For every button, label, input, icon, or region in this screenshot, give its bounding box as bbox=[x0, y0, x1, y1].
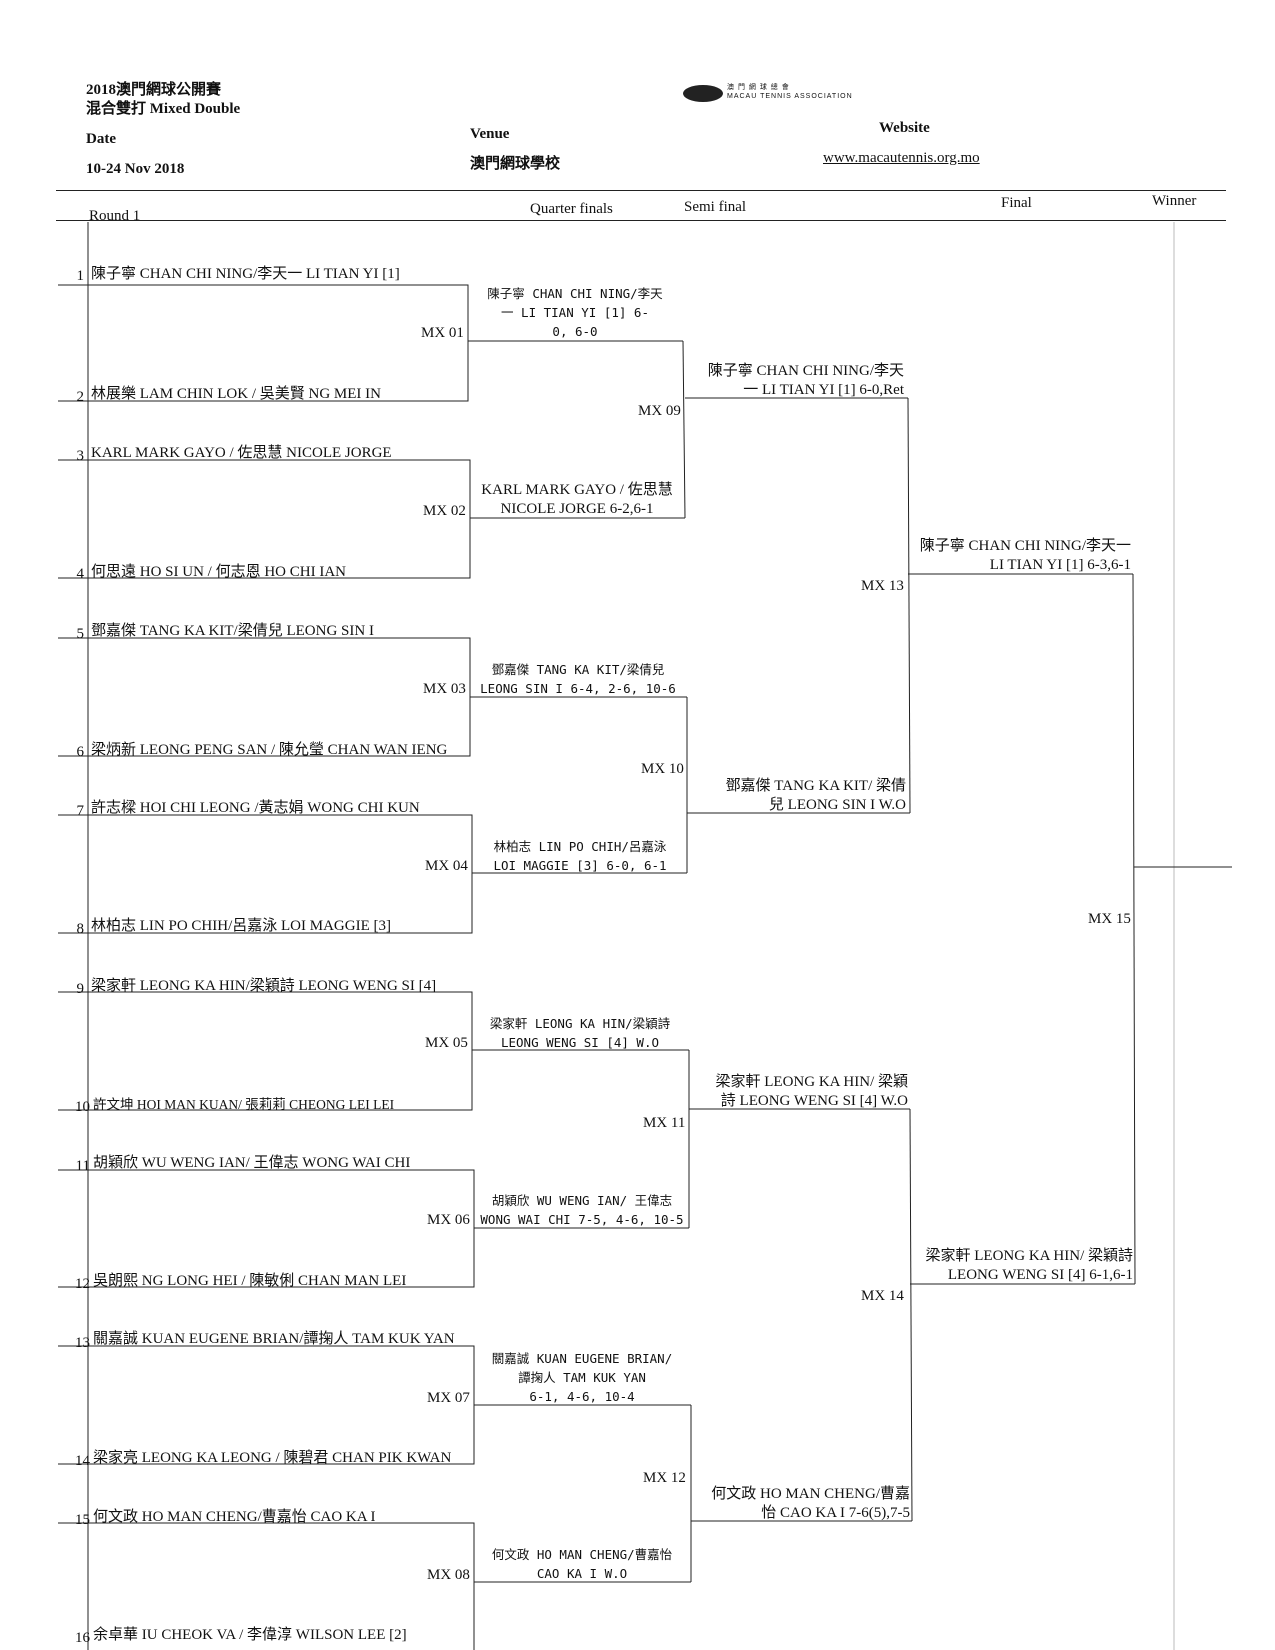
entry-seed: 9 bbox=[76, 981, 85, 997]
match-id: MX 13 bbox=[861, 578, 904, 594]
qf-result-line: 關嘉誠 KUAN EUGENE BRIAN/ bbox=[491, 1351, 673, 1366]
entry-seed: 12 bbox=[75, 1276, 90, 1292]
match-id: MX 02 bbox=[423, 503, 466, 519]
date-label: Date bbox=[86, 131, 116, 147]
logo-emblem-icon bbox=[683, 85, 723, 102]
association-logo: 澳 門 網 球 總 會 MACAU TENNIS ASSOCIATION bbox=[683, 83, 868, 105]
qf-result-line: 陳子寧 CHAN CHI NING/李天 bbox=[487, 286, 663, 301]
website-label: Website bbox=[879, 120, 930, 136]
match-id: MX 03 bbox=[423, 681, 466, 697]
entry-name: 胡穎欣 WU WENG IAN/ 王偉志 WONG WAI CHI bbox=[93, 1155, 411, 1171]
entry-seed: 11 bbox=[75, 1158, 90, 1174]
qf-result-line: 譚掬人 TAM KUK YAN bbox=[518, 1370, 646, 1385]
sf-result-line: 兒 LEONG SIN I W.O bbox=[768, 797, 906, 813]
qf-result-line: 6-1, 4-6, 10-4 bbox=[529, 1389, 635, 1404]
semifinal-heading: Semi final bbox=[684, 199, 747, 215]
venue-label: Venue bbox=[470, 126, 510, 142]
sf-result-line: 怡 CAO KA I 7-6(5),7-5 bbox=[761, 1505, 910, 1521]
match-id: MX 11 bbox=[643, 1115, 686, 1131]
logo-text-english: MACAU TENNIS ASSOCIATION bbox=[727, 93, 853, 100]
entry-seed: 3 bbox=[76, 448, 85, 464]
final-result-line: 梁家軒 LEONG KA HIN/ 梁穎詩 bbox=[925, 1248, 1134, 1264]
entry-seed: 13 bbox=[75, 1335, 90, 1351]
event-name: 混合雙打 Mixed Double bbox=[86, 101, 241, 117]
qf-result-line: 胡穎欣 WU WENG IAN/ 王偉志 bbox=[491, 1193, 673, 1208]
match-id: MX 12 bbox=[643, 1470, 686, 1486]
entry-name: 何文政 HO MAN CHENG/曹嘉怡 CAO KA I bbox=[93, 1509, 376, 1525]
winner-heading: Winner bbox=[1152, 193, 1197, 209]
sf-result-line: 詩 LEONG WENG SI [4] W.O bbox=[720, 1093, 908, 1109]
qf-result-line: 鄧嘉傑 TANG KA KIT/梁倩兒 bbox=[491, 662, 665, 677]
match-id: MX 09 bbox=[638, 403, 681, 419]
match-id: MX 07 bbox=[427, 1390, 470, 1406]
entry-name: 梁炳新 LEONG PENG SAN / 陳允瑩 CHAN WAN IENG bbox=[91, 742, 448, 758]
sf-result-line: 陳子寧 CHAN CHI NING/李天 bbox=[707, 363, 904, 379]
round-header-divider bbox=[56, 220, 1226, 221]
match-id: MX 08 bbox=[427, 1567, 470, 1583]
logo-text: 澳 門 網 球 總 會 MACAU TENNIS ASSOCIATION bbox=[727, 83, 853, 101]
venue-value: 澳門網球學校 bbox=[470, 156, 561, 172]
sf-result-line: 鄧嘉傑 TANG KA KIT/ 梁倩 bbox=[725, 778, 906, 794]
entry-seed: 7 bbox=[76, 803, 85, 819]
date-value: 10-24 Nov 2018 bbox=[86, 161, 185, 177]
qf-result-line: 一 LI TIAN YI [1] 6- bbox=[501, 305, 649, 320]
entry-name: 關嘉誠 KUAN EUGENE BRIAN/譚掬人 TAM KUK YAN bbox=[93, 1331, 455, 1347]
entry-name: 何思遠 HO SI UN / 何志恩 HO CHI IAN bbox=[91, 564, 346, 580]
match-id: MX 14 bbox=[861, 1288, 904, 1304]
final-heading: Final bbox=[1001, 195, 1032, 211]
website-link[interactable]: www.macautennis.org.mo bbox=[823, 150, 980, 166]
sf-result-line: 一 LI TIAN YI [1] 6-0,Ret bbox=[743, 382, 904, 398]
entry-name: 許文坤 HOI MAN KUAN/ 張莉莉 CHEONG LEI LEI bbox=[93, 1097, 395, 1112]
qf-result-line: WONG WAI CHI 7-5, 4-6, 10-5 bbox=[480, 1212, 684, 1227]
qf-result-line: LEONG WENG SI [4] W.O bbox=[500, 1035, 660, 1050]
entry-seed: 8 bbox=[76, 921, 85, 937]
qf-result-line: NICOLE JORGE 6-2,6-1 bbox=[500, 501, 654, 517]
match-id: MX 15 bbox=[1088, 911, 1131, 927]
entry-name: 鄧嘉傑 TANG KA KIT/梁倩兒 LEONG SIN I bbox=[91, 623, 374, 639]
qf-result-line: KARL MARK GAYO / 佐思慧 bbox=[481, 482, 673, 498]
entry-seed: 2 bbox=[76, 389, 85, 405]
entry-name: 余卓華 IU CHEOK VA / 李偉淳 WILSON LEE [2] bbox=[93, 1627, 407, 1643]
match-id: MX 01 bbox=[421, 325, 464, 341]
entry-seed: 1 bbox=[76, 268, 85, 284]
entry-seed: 10 bbox=[75, 1099, 90, 1115]
round-1-heading: Round 1 bbox=[89, 208, 141, 224]
final-result-line: LI TIAN YI [1] 6-3,6-1 bbox=[989, 557, 1131, 573]
qf-result-line: CAO KA I W.O bbox=[536, 1566, 628, 1581]
entry-seed: 4 bbox=[76, 566, 85, 582]
qf-result-line: 林柏志 LIN PO CHIH/呂嘉泳 bbox=[493, 839, 667, 854]
final-result-line: LEONG WENG SI [4] 6-1,6-1 bbox=[947, 1267, 1133, 1283]
qf-result-line: 何文政 HO MAN CHENG/曹嘉怡 bbox=[491, 1547, 673, 1562]
entry-seed: 6 bbox=[76, 744, 85, 760]
entry-seed: 14 bbox=[75, 1453, 90, 1469]
logo-text-chinese: 澳 門 網 球 總 會 bbox=[727, 84, 790, 91]
qf-result-line: 梁家軒 LEONG KA HIN/梁穎詩 bbox=[489, 1016, 671, 1031]
match-id: MX 06 bbox=[427, 1212, 470, 1228]
entry-name: 梁家亮 LEONG KA LEONG / 陳碧君 CHAN PIK KWAN bbox=[93, 1450, 452, 1466]
sf-result-line: 何文政 HO MAN CHENG/曹嘉 bbox=[711, 1486, 910, 1502]
match-id: MX 10 bbox=[641, 761, 684, 777]
match-id: MX 05 bbox=[425, 1035, 468, 1051]
qf-result-line: LOI MAGGIE [3] 6-0, 6-1 bbox=[493, 858, 667, 873]
quarterfinals-heading: Quarter finals bbox=[530, 201, 613, 217]
tournament-title: 2018澳門網球公開賽 bbox=[86, 82, 222, 98]
entry-name: 陳子寧 CHAN CHI NING/李天一 LI TIAN YI [1] bbox=[91, 266, 400, 282]
qf-result-line: LEONG SIN I 6-4, 2-6, 10-6 bbox=[480, 681, 676, 696]
entry-seed: 16 bbox=[75, 1630, 90, 1646]
entry-name: 林柏志 LIN PO CHIH/呂嘉泳 LOI MAGGIE [3] bbox=[91, 918, 391, 934]
match-id: MX 04 bbox=[425, 858, 468, 874]
entry-name: 吳朗熙 NG LONG HEI / 陳敏俐 CHAN MAN LEI bbox=[93, 1273, 407, 1289]
final-result-line: 陳子寧 CHAN CHI NING/李天一 bbox=[919, 538, 1131, 554]
qf-result-line: 0, 6-0 bbox=[552, 324, 598, 339]
sf-result-line: 梁家軒 LEONG KA HIN/ 梁穎 bbox=[715, 1074, 909, 1090]
entry-name: KARL MARK GAYO / 佐思慧 NICOLE JORGE bbox=[91, 445, 392, 461]
entry-name: 梁家軒 LEONG KA HIN/梁穎詩 LEONG WENG SI [4] bbox=[91, 978, 437, 994]
entry-seed: 15 bbox=[75, 1512, 90, 1528]
entry-name: 許志樑 HOI CHI LEONG /黃志娟 WONG CHI KUN bbox=[91, 800, 420, 816]
entry-name: 林展樂 LAM CHIN LOK / 吳美賢 NG MEI IN bbox=[91, 386, 381, 402]
entry-seed: 5 bbox=[76, 626, 85, 642]
header-divider bbox=[56, 190, 1226, 191]
